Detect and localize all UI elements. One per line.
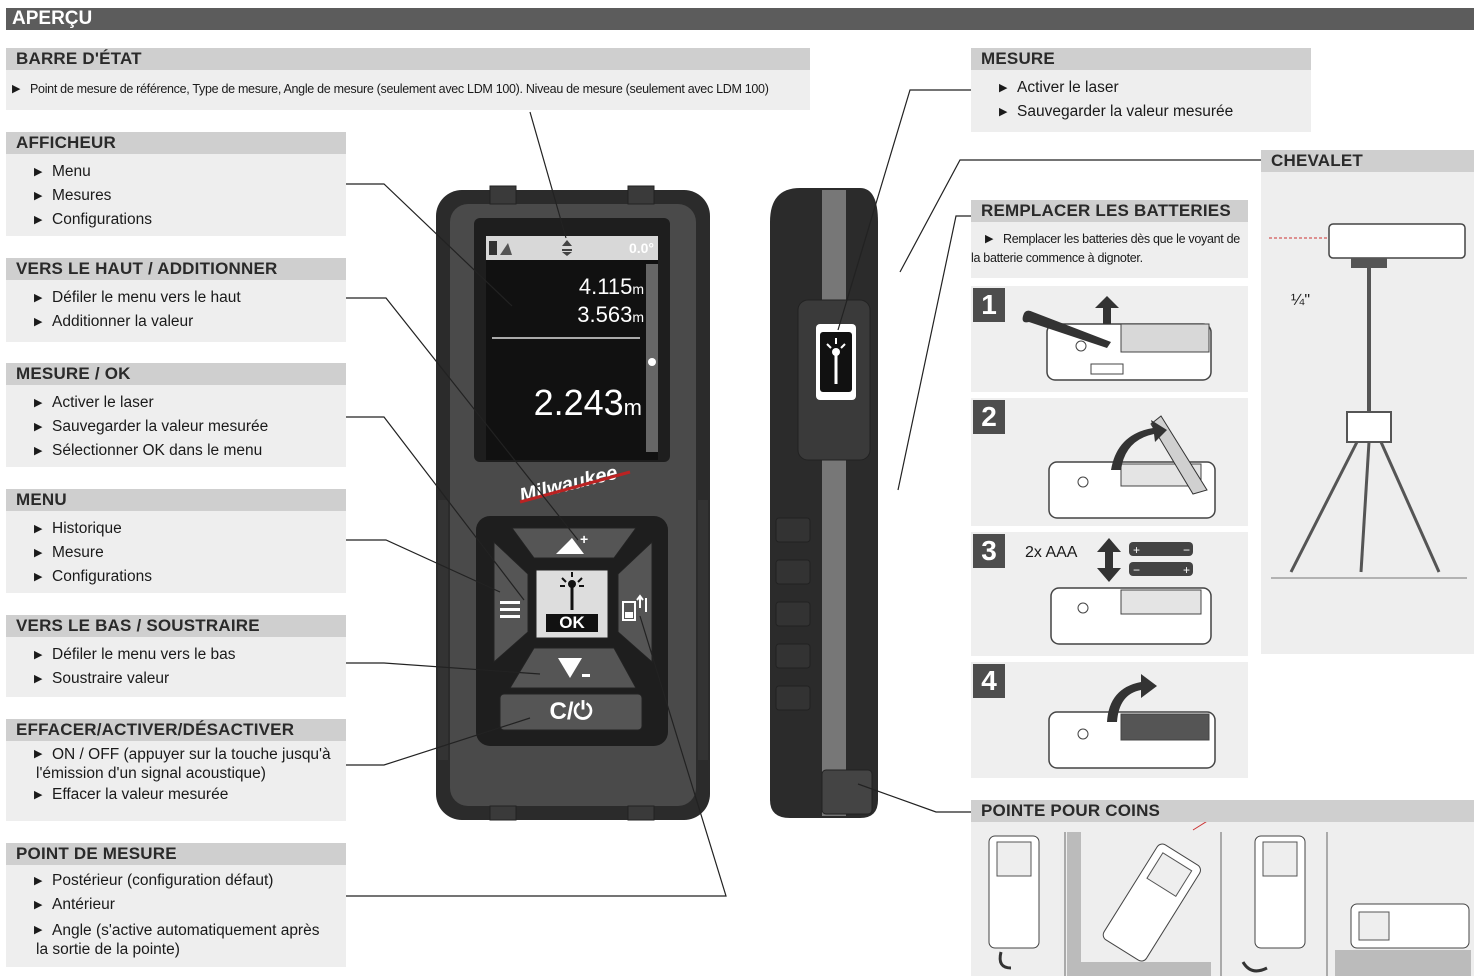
brand-logo: Milwaukee: [517, 462, 619, 508]
section-title: POINTE POUR COINS: [971, 800, 1474, 822]
clear-power-button[interactable]: C/⏻: [500, 694, 642, 730]
reference-point-icon: [488, 239, 514, 257]
section-title: BARRE D'ÉTAT: [6, 48, 810, 70]
tripod-illustration: [1261, 172, 1474, 652]
list-item: Remplacer les batteries dès que le voyan…: [985, 230, 1248, 249]
laser-icon: [536, 570, 608, 614]
section-title: VERS LE HAUT / ADDITIONNER: [6, 258, 346, 280]
list-item: Sauvegarder la valeur mesurée: [34, 415, 346, 439]
section-afficheur: AFFICHEUR Menu Mesures Configurations: [6, 132, 346, 236]
section-barre-etat: BARRE D'ÉTAT Point de mesure de référenc…: [6, 48, 810, 110]
list-item: Défiler le menu vers le haut: [34, 286, 346, 310]
list-item: Additionner la valeur: [34, 310, 346, 334]
status-bar-level-icon: [560, 239, 574, 257]
unit: m: [624, 395, 642, 420]
page-title: APERÇU: [12, 8, 92, 30]
svg-text:−: −: [1133, 563, 1140, 577]
list-item: Activer le laser: [999, 76, 1311, 100]
step-1-illustration: [971, 286, 1248, 392]
section-title: MESURE / OK: [6, 363, 346, 385]
section-title: MESURE: [971, 48, 1311, 70]
section-menu: MENU Historique Mesure Configurations: [6, 489, 346, 593]
section-mesure-ok: MESURE / OK Activer le laser Sauvegarder…: [6, 363, 346, 467]
list-item: Sélectionner OK dans le menu: [34, 439, 346, 463]
section-mesure-right: MESURE Activer le laser Sauvegarder la v…: [971, 48, 1311, 132]
battery-step-1: 1: [971, 286, 1248, 392]
section-chevalet: CHEVALET ¼": [1261, 150, 1474, 654]
section-vers-le-bas: VERS LE BAS / SOUSTRAIRE Défiler le menu…: [6, 615, 346, 697]
section-title: POINT DE MESURE: [6, 843, 346, 865]
down-subtract-button[interactable]: [556, 654, 594, 682]
list-item: Activer le laser: [34, 391, 346, 415]
battery-step-3: 3 2x AAA + − − +: [971, 532, 1248, 656]
list-item: Point de mesure de référence, Type de me…: [12, 80, 810, 99]
ok-label: OK: [546, 614, 598, 632]
list-item-continued: la sortie de la pointe): [34, 940, 346, 959]
list-item: Menu: [34, 160, 346, 184]
list-item: ON / OFF (appuyer sur la touche jusqu'à: [34, 745, 346, 764]
list-item: Configurations: [34, 565, 346, 589]
battery-step-4: 4: [971, 662, 1248, 778]
menu-button[interactable]: [498, 596, 524, 622]
page-title-bar: APERÇU: [6, 8, 1474, 30]
list-item: Mesures: [34, 184, 346, 208]
angle-readout: 0.0°: [612, 240, 654, 256]
side-laser-button[interactable]: [816, 324, 856, 400]
svg-text:+: +: [1183, 563, 1190, 577]
step-2-illustration: [971, 398, 1248, 526]
list-item: Défiler le menu vers le bas: [34, 643, 346, 667]
tri-down-minus-icon: [556, 654, 594, 682]
measurement-value: 2.243: [534, 382, 624, 423]
section-title: AFFICHEUR: [6, 132, 346, 154]
clear-power-icon: C/⏻: [500, 698, 642, 726]
section-title: VERS LE BAS / SOUSTRAIRE: [6, 615, 346, 637]
section-vers-le-haut: VERS LE HAUT / ADDITIONNER Défiler le me…: [6, 258, 346, 342]
step-3-illustration: + − − +: [971, 532, 1248, 656]
device-side: [770, 188, 878, 818]
list-item: Configurations: [34, 208, 346, 232]
measurement-value: 3.563: [577, 302, 632, 327]
tri-up-plus-icon: +: [554, 532, 594, 558]
measurement-value: 4.115: [579, 274, 632, 299]
list-item: Postérieur (configuration défaut): [34, 869, 346, 893]
measurement-line-1: 4.115m: [540, 274, 644, 300]
section-batteries: REMPLACER LES BATTERIES Remplacer les ba…: [971, 200, 1248, 278]
list-item: Mesure: [34, 541, 346, 565]
list-item: Soustraire valeur: [34, 667, 346, 691]
unit: m: [632, 309, 644, 325]
section-title: MENU: [6, 489, 346, 511]
svg-text:−: −: [1183, 543, 1190, 557]
corner-tip-illustration: [971, 822, 1474, 976]
list-item: Effacer la valeur mesurée: [34, 783, 346, 807]
up-add-button[interactable]: +: [554, 532, 594, 558]
section-title: REMPLACER LES BATTERIES: [971, 200, 1248, 222]
section-effacer: EFFACER/ACTIVER/DÉSACTIVER ON / OFF (app…: [6, 719, 346, 821]
svg-text:+: +: [1133, 543, 1140, 557]
section-point-de-mesure: POINT DE MESURE Postérieur (configuratio…: [6, 843, 346, 967]
section-title: CHEVALET: [1261, 150, 1474, 172]
svg-text:+: +: [580, 532, 588, 547]
menu-lines-icon: [498, 596, 524, 622]
list-item: Angle (s'active automatiquement après: [34, 921, 346, 940]
unit: m: [632, 281, 644, 297]
level-icon: [560, 239, 574, 257]
measure-point-button[interactable]: [620, 592, 650, 624]
list-item: Historique: [34, 517, 346, 541]
step-4-illustration: [971, 662, 1248, 778]
battery-step-2: 2: [971, 398, 1248, 526]
measure-point-icon: [620, 592, 650, 624]
measurement-line-2: 3.563m: [540, 302, 644, 328]
list-item: Sauvegarder la valeur mesurée: [999, 100, 1311, 124]
list-item: Antérieur: [34, 893, 346, 917]
section-title: EFFACER/ACTIVER/DÉSACTIVER: [6, 719, 346, 741]
list-item-continued: la batterie commence à dignoter.: [971, 249, 1248, 268]
list-item-continued: l'émission d'un signal acoustique): [34, 764, 346, 783]
measure-ok-button[interactable]: OK: [536, 570, 608, 638]
laser-icon: [816, 324, 856, 400]
section-pointe-coins: POINTE POUR COINS: [971, 800, 1474, 976]
status-bar-icon-ref-point: [488, 239, 514, 257]
measurement-main: 2.243m: [520, 382, 642, 424]
